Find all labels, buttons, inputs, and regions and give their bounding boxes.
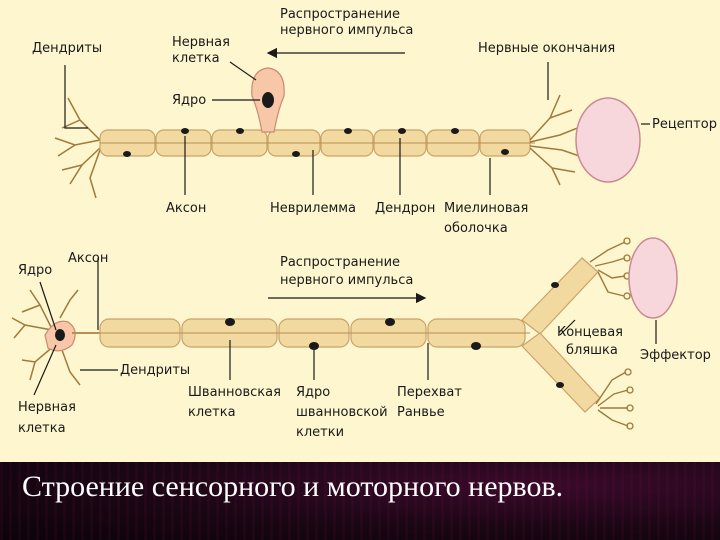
myelin-label-1: Миелиновая bbox=[444, 201, 528, 216]
schwann-nucleus-label-3: клетки bbox=[296, 425, 344, 440]
sensory-nucleus-label: Ядро bbox=[172, 93, 206, 108]
receptor-organ bbox=[575, 97, 641, 183]
motor-nerve-cell-label-2: клетка bbox=[18, 421, 66, 436]
sensory-impulse-label-2: нервного импульса bbox=[280, 23, 413, 38]
motor-cell-nucleus bbox=[55, 329, 65, 341]
ranvier-label-2: Ранвье bbox=[397, 405, 445, 420]
nerve-endings-label: Нервные окончания bbox=[478, 41, 615, 56]
schwann-nucleus-label-2: шванновской bbox=[296, 405, 388, 420]
motor-neuron: Ядро Аксон Распространение нервного импу… bbox=[11, 237, 711, 440]
motor-schwann-nuclei bbox=[225, 282, 564, 388]
caption-banner bbox=[0, 462, 720, 540]
sensory-axon-label: Аксон bbox=[166, 201, 206, 216]
myelin-label-2: оболочка bbox=[444, 221, 508, 236]
sensory-dendrites-label: Дендриты bbox=[32, 41, 102, 56]
motor-leader-lines bbox=[33, 258, 657, 396]
receptor-label: Рецептор bbox=[652, 117, 717, 132]
sensory-schwann-nuclei bbox=[123, 128, 509, 157]
schwann-nucleus-label-1: Ядро bbox=[296, 385, 330, 400]
motor-axon-label: Аксон bbox=[68, 251, 108, 266]
ranvier-label-1: Перехват bbox=[397, 385, 462, 400]
motor-dendrite-tree bbox=[11, 289, 81, 386]
schwann-cell-label-2: клетка bbox=[188, 405, 236, 420]
sensory-leader-lines bbox=[64, 61, 650, 195]
motor-nucleus-label: Ядро bbox=[18, 263, 52, 278]
end-plate-branches bbox=[589, 241, 629, 427]
neurilemma-label: Неврилемма bbox=[270, 201, 356, 216]
sensory-nerve-cell-label-1: Нервная bbox=[172, 35, 230, 50]
motor-nerve-cell-label-1: Нервная bbox=[18, 400, 76, 415]
effector-organ bbox=[628, 237, 678, 319]
end-plate-label-2: бляшка bbox=[566, 343, 618, 358]
sensory-neuron: Дендриты Нервная клетка Ядро Распростран… bbox=[32, 7, 717, 236]
effector-label: Эффектор bbox=[640, 348, 711, 363]
motor-dendrites-label: Дендриты bbox=[120, 363, 190, 378]
end-plate-label-1: Концевая bbox=[557, 325, 623, 340]
sensory-nerve-cell-label-2: клетка bbox=[172, 51, 220, 66]
end-plate-terminals bbox=[623, 237, 634, 430]
sensory-cell-nucleus bbox=[262, 92, 274, 108]
motor-impulse-label-1: Распространение bbox=[280, 255, 400, 270]
sensory-impulse-label-1: Распространение bbox=[280, 7, 400, 22]
motor-impulse-label-2: нервного импульса bbox=[280, 273, 413, 288]
schwann-cell-label-1: Шванновская bbox=[188, 385, 281, 400]
neuron-diagram: Дендриты Нервная клетка Ядро Распростран… bbox=[11, 7, 717, 440]
dendron-label: Дендрон bbox=[375, 201, 435, 216]
sensory-dendrite-tree bbox=[54, 97, 101, 199]
slide-caption: Строение сенсорного и моторного нервов. bbox=[22, 470, 564, 503]
